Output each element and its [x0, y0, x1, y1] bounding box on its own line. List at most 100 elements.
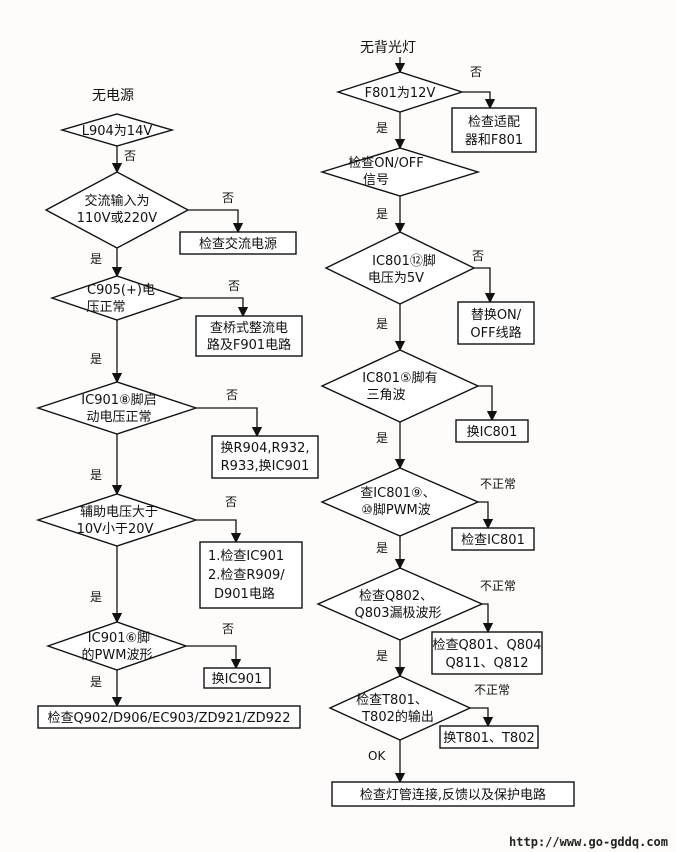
right-decision-3-line-2: 电压为5V	[368, 271, 424, 286]
left-box-6	[203, 667, 271, 689]
right-label-no-1: 否	[470, 65, 482, 79]
right-decision-7-line-2: T802的输出	[361, 709, 434, 725]
right-label-yes-2: 是	[376, 207, 388, 221]
right-decision-3-line-1: IC801⑫脚	[372, 253, 436, 269]
right-label-ok-7: OK	[368, 749, 386, 763]
left-box-3-line-2: 路及F901电路	[207, 337, 291, 353]
right-title: 无背光灯	[360, 40, 416, 56]
right-box-7-text: 换T801、T802	[443, 731, 535, 746]
left-decision-2-line-2: 110V或220V	[77, 211, 158, 226]
left-decision-3-line-1: C905(+)电	[87, 283, 155, 298]
left-box-5-line-3: D901电路	[214, 586, 275, 602]
right-decision-4-line-1: IC801⑤脚有	[362, 370, 437, 386]
right-box-7	[439, 725, 539, 749]
left-flowchart: 无电源 L904为14V 否 交流输入为 110V或220V 否 检查交流电源 …	[35, 88, 319, 729]
left-box-2	[179, 231, 297, 255]
left-label-yes-4: 是	[90, 468, 102, 482]
left-label-no-2: 否	[222, 191, 234, 205]
right-box-1-line-2: 器和F801	[465, 133, 523, 148]
right-arrow-1-no	[462, 91, 496, 110]
right-decision-2	[319, 147, 481, 197]
left-decision-3-line-2: 压正常	[86, 300, 125, 315]
left-title: 无电源	[92, 88, 134, 104]
right-box-6	[431, 631, 543, 675]
left-label-yes-5: 是	[90, 590, 102, 604]
right-decision-5-line-1: 查IC801⑨、	[360, 486, 435, 501]
right-label-yes-3: 是	[376, 317, 388, 331]
left-label-yes-6: 是	[90, 675, 102, 689]
left-decision-6-line-1: IC901⑥脚	[88, 630, 150, 646]
right-box-4-text: 换IC801	[467, 425, 518, 440]
right-box-4	[455, 419, 529, 443]
right-box-5	[451, 527, 535, 551]
left-decision-2	[44, 171, 190, 249]
footer-url: http://www.go-gddq.com	[509, 835, 668, 849]
right-arrow-5-abnormal	[478, 501, 494, 530]
right-box-1-line-1: 检查适配	[468, 115, 520, 130]
left-final-text: 检查Q902/D906/EC903/ZD921/ZD922	[48, 711, 291, 726]
right-label-no-3: 否	[472, 249, 484, 263]
left-decision-4-line-1: IC901⑧脚启	[81, 392, 156, 408]
left-label-no-3: 否	[228, 279, 240, 293]
left-box-4-line-1: 换R904,R932,	[221, 441, 310, 456]
right-decision-4-line-2: 三角波	[366, 388, 405, 403]
left-final-box	[37, 705, 301, 729]
left-label-no-1: 否	[124, 149, 136, 163]
right-flowchart: 无背光灯 F801为12V 否 检查适配 器和F801 是 检查ON/OFF 信…	[316, 40, 575, 807]
right-decision-2-line-2: 信号	[363, 173, 389, 188]
right-label-yes-5: 是	[376, 541, 388, 555]
left-decision-6-line-2: 的PWM波形	[82, 647, 153, 663]
left-arrow-3-no	[182, 297, 249, 318]
right-arrow-7-abnormal	[470, 707, 494, 728]
left-box-2-text: 检查交流电源	[199, 236, 277, 252]
left-label-no-4: 否	[226, 388, 238, 402]
right-decision-2-line-1: 检查ON/OFF	[348, 156, 424, 171]
left-label-yes-3: 是	[90, 352, 102, 366]
left-decision-2-line-1: 交流输入为	[84, 193, 149, 209]
left-decision-5	[35, 493, 199, 547]
left-arrow-2-no	[188, 209, 244, 234]
right-final-box	[331, 781, 575, 807]
right-arrow-6-abnormal	[482, 603, 494, 634]
left-decision-5-line-1: 辅助电压大于	[80, 505, 158, 520]
left-label-no-5: 否	[225, 495, 237, 509]
left-box-5-line-1: 1.检查IC901	[208, 549, 284, 564]
right-label-abnormal-6: 不正常	[480, 579, 516, 593]
left-decision-5-line-2: 10V小于20V	[77, 522, 154, 537]
right-decision-6-line-2: Q803漏极波形	[354, 605, 441, 621]
right-decision-5-line-2: ⑩脚PWM波	[361, 502, 431, 518]
left-box-5	[199, 541, 303, 609]
right-decision-6	[316, 567, 484, 641]
right-box-3-line-2: OFF线路	[470, 325, 521, 341]
right-decision-7-line-1: 检查T801、	[356, 693, 428, 708]
left-box-4	[211, 435, 319, 479]
right-label-yes-4: 是	[376, 431, 388, 445]
right-decision-1-text: F801为12V	[365, 86, 436, 101]
left-box-5-line-2: 2.检查R909/	[208, 568, 285, 583]
right-decision-5	[320, 467, 480, 537]
right-decision-4	[320, 349, 480, 423]
left-decision-4	[35, 381, 199, 435]
left-decision-1-text: L904为14V	[82, 124, 153, 139]
left-box-3	[195, 315, 303, 357]
left-arrow-5-no	[196, 519, 242, 544]
right-box-1	[451, 107, 537, 153]
right-label-abnormal-5: 不正常	[480, 477, 516, 491]
left-decision-1	[59, 113, 175, 147]
right-label-yes-1: 是	[376, 121, 388, 135]
left-label-no-6: 否	[222, 622, 234, 636]
right-final-text: 检查灯管连接,反馈以及保护电路	[360, 787, 546, 803]
left-box-3-line-1: 查桥式整流电	[210, 321, 288, 336]
right-decision-6-line-1: 检查Q802、	[359, 589, 433, 604]
left-box-4-line-2: R933,换IC901	[221, 459, 310, 474]
left-label-yes-2: 是	[90, 252, 102, 266]
right-arrow-4-no	[478, 385, 498, 422]
right-box-6-line-2: Q811、Q812	[445, 656, 528, 671]
left-box-6-text: 换IC901	[212, 672, 263, 687]
right-box-5-text: 检查IC801	[461, 533, 525, 548]
right-box-3-line-1: 替换ON/	[471, 308, 522, 323]
right-arrow-3-no	[474, 267, 496, 304]
right-label-yes-6: 是	[376, 649, 388, 663]
left-decision-4-line-2: 动电压正常	[86, 410, 151, 425]
